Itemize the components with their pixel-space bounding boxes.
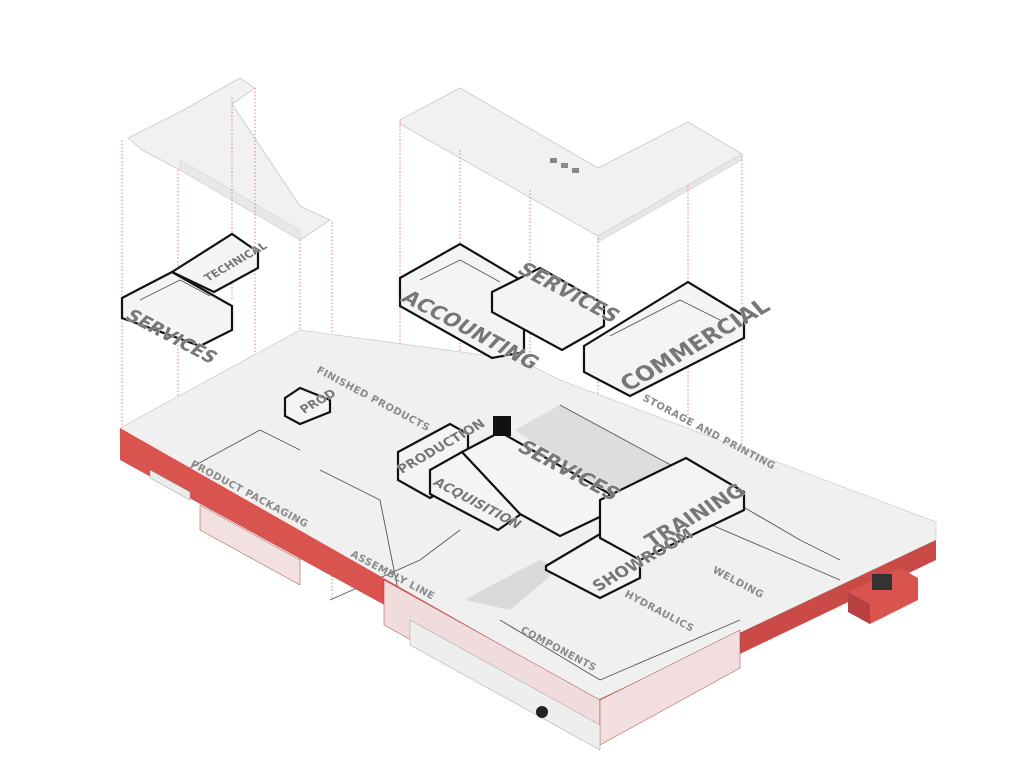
- accounting-room: [398, 242, 526, 360]
- upper-roof-left: [127, 77, 331, 241]
- entrance-door-icon: [536, 706, 548, 718]
- roof-vent-icon: [550, 158, 557, 163]
- upper-roof-right: [399, 87, 743, 243]
- ground-rooms: [283, 386, 746, 600]
- technical-room: [169, 232, 260, 294]
- annex-block: [848, 568, 918, 624]
- services-top-room: [490, 266, 606, 352]
- building-facade: [120, 428, 936, 751]
- roof-vent-icon: [561, 163, 568, 168]
- machine-icon: [872, 574, 892, 590]
- roof-vent-icon: [572, 168, 579, 173]
- training-room: [598, 456, 746, 562]
- prod-room: [283, 386, 332, 426]
- sign-icon: [493, 416, 511, 436]
- facade-glazing: [149, 469, 741, 751]
- upper-rooms: [120, 232, 746, 398]
- commercial-room: [582, 280, 746, 398]
